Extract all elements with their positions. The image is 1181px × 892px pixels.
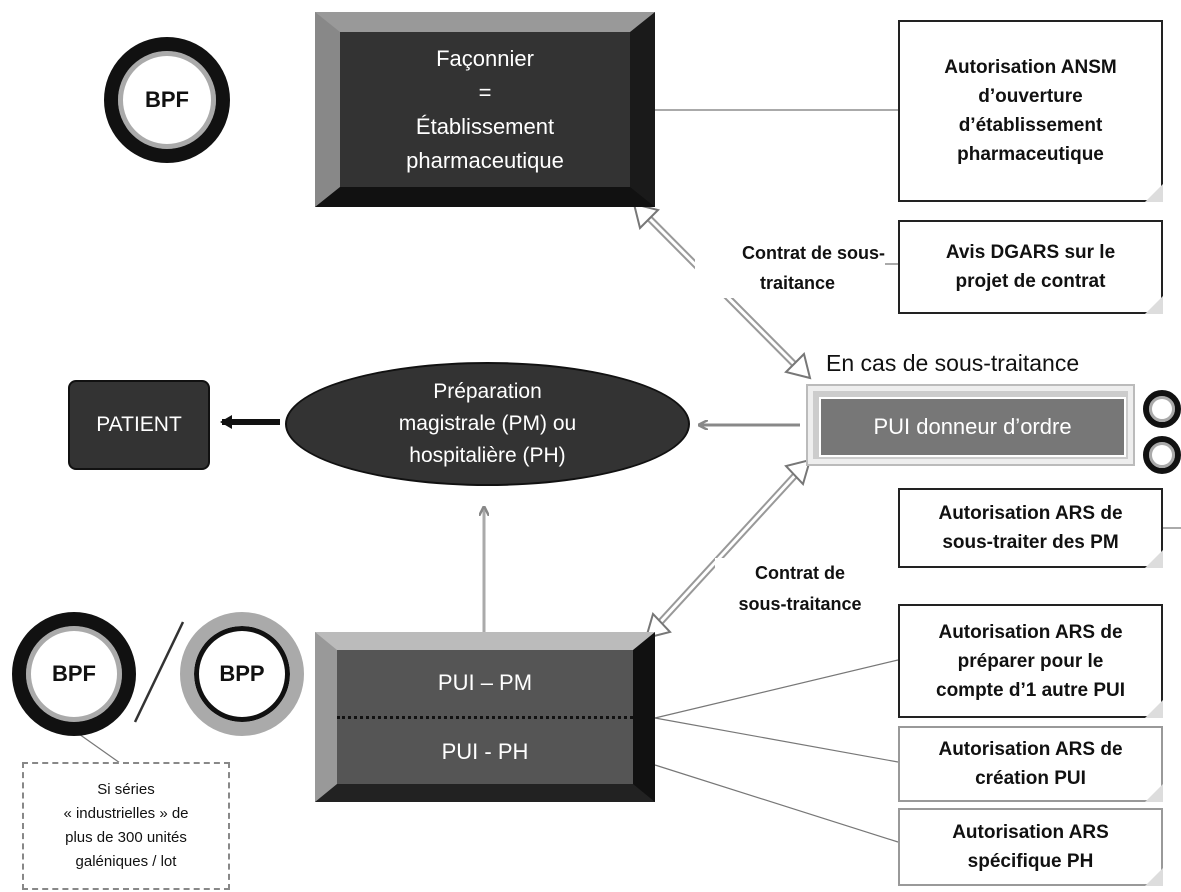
- contrat-bottom-l1: Contrat de: [755, 563, 845, 583]
- page-fold: [1145, 700, 1163, 718]
- preparation-ellipse: Préparation magistrale (PM) ou hospitali…: [285, 362, 690, 486]
- note-ars-st-l1: Autorisation ARS de: [938, 503, 1123, 524]
- bpf-ring-bottom: BPF: [12, 612, 136, 736]
- note-ars-sous-traiter: Autorisation ARS de sous-traiter des PM: [898, 488, 1163, 568]
- link-pui-ars-creation: [654, 717, 899, 763]
- contrat-bottom-label: Contrat de sous-traitance: [715, 558, 885, 620]
- note-ansm-l4: pharmaceutique: [957, 144, 1104, 165]
- page-fold: [1145, 784, 1163, 802]
- note-ars-preparer: Autorisation ARS de préparer pour le com…: [898, 604, 1163, 718]
- note-ars-crea-l2: création PUI: [975, 768, 1086, 789]
- note-ars-ph: Autorisation ARS spécifique PH: [898, 808, 1163, 886]
- faconnier-line1: Façonnier: [436, 45, 534, 71]
- patient-label: PATIENT: [96, 413, 182, 436]
- note-ansm: Autorisation ANSM d’ouverture d’établiss…: [898, 20, 1163, 202]
- small-ring-top: [1143, 390, 1181, 428]
- bpf-ring-top: BPF: [104, 37, 230, 163]
- pui-donneur-label: PUI donneur d’ordre: [873, 414, 1072, 439]
- note-ansm-l2: d’ouverture: [978, 86, 1083, 107]
- patient-box: PATIENT: [68, 380, 210, 470]
- page-fold: [1145, 550, 1163, 568]
- contrat-top-l2: traitance: [759, 273, 835, 293]
- page-fold: [1145, 296, 1163, 314]
- note-ars-creation: Autorisation ARS de création PUI: [898, 726, 1163, 802]
- pui-ph-label: PUI - PH: [441, 738, 529, 764]
- note-ars-ph-l2: spécifique PH: [967, 851, 1094, 872]
- series-note: Si séries « industrielles » de plus de 3…: [22, 762, 230, 890]
- note-ars-prep-l1: Autorisation ARS de: [938, 621, 1123, 643]
- note-ansm-l3: d’établissement: [958, 115, 1103, 136]
- contrat-top-label: Contrat de sous- traitance: [695, 238, 885, 298]
- faconnier-line4: pharmaceutique: [406, 147, 564, 173]
- pui-donneur-box: PUI donneur d’ordre: [808, 386, 1133, 464]
- note-ars-st-l2: sous-traiter des PM: [942, 532, 1119, 553]
- note-ars-prep-l2: préparer pour le: [957, 650, 1104, 672]
- faconnier-line2: =: [478, 79, 492, 105]
- series-note-l2: « industrielles » de: [63, 805, 189, 822]
- preparation-l2: magistrale (PM) ou: [398, 412, 577, 435]
- bpp-label: BPP: [219, 661, 265, 686]
- link-pui-ars-preparer: [654, 659, 899, 719]
- double-arrow-bottom: [644, 458, 812, 640]
- series-note-l4: galéniques / lot: [75, 853, 177, 870]
- note-ansm-l1: Autorisation ANSM: [944, 57, 1117, 78]
- bpp-ring: BPP: [180, 612, 304, 736]
- small-ring-bottom: [1143, 436, 1181, 474]
- page-fold: [1145, 868, 1163, 886]
- pui-pm-ph-box: PUI – PM PUI - PH: [315, 632, 655, 802]
- link-pui-ars-ph: [654, 764, 899, 843]
- note-ars-crea-l1: Autorisation ARS de: [938, 739, 1123, 760]
- note-dgars: Avis DGARS sur le projet de contrat: [898, 220, 1163, 314]
- note-ars-prep-l3: compte d’1 autre PUI: [936, 679, 1125, 701]
- separator-slash: [133, 621, 185, 723]
- bpf-label: BPF: [145, 87, 189, 112]
- contrat-top-l1: Contrat de sous-: [741, 243, 885, 263]
- bpf-bottom-label: BPF: [52, 661, 96, 686]
- page-fold: [1145, 184, 1163, 202]
- note-ars-ph-l1: Autorisation ARS: [952, 822, 1109, 843]
- faconnier-box: Façonnier = Établissement pharmaceutique: [315, 12, 655, 207]
- preparation-l1: Préparation: [433, 380, 542, 403]
- note-dgars-l1: Avis DGARS sur le: [945, 242, 1116, 263]
- en-cas-heading: En cas de sous-traitance: [826, 350, 1080, 376]
- pui-pm-label: PUI – PM: [437, 670, 533, 695]
- note-dgars-l2: projet de contrat: [955, 271, 1106, 292]
- series-note-l3: plus de 300 unités: [65, 829, 187, 846]
- preparation-l3: hospitalière (PH): [409, 444, 566, 467]
- contrat-bottom-l2: sous-traitance: [738, 594, 862, 614]
- pui-divider: [337, 716, 633, 719]
- series-note-l1: Si séries: [97, 781, 155, 798]
- faconnier-line3: Établissement: [415, 113, 555, 139]
